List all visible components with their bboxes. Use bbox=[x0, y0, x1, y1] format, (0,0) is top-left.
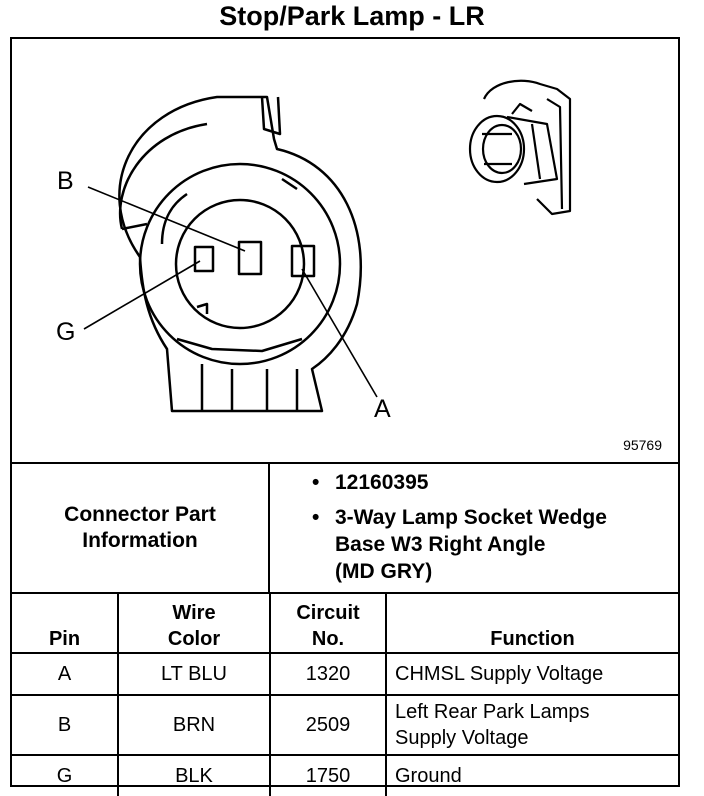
header-pin: Pin bbox=[12, 594, 119, 654]
cell-circuit: 1320 bbox=[269, 652, 387, 696]
connector-info-label: Connector Part Information bbox=[12, 464, 270, 592]
part-number: 12160395 bbox=[335, 471, 429, 494]
socket-outer-ring bbox=[138, 162, 342, 366]
figure-number: 95769 bbox=[623, 437, 662, 453]
socket-inner-ring bbox=[174, 198, 306, 330]
bullet-marker: • bbox=[312, 506, 320, 529]
bullet-marker: • bbox=[312, 471, 320, 494]
part-description-line: (MD GRY) bbox=[335, 560, 433, 583]
cell-wire-color: LT BLU bbox=[117, 652, 271, 696]
cell-function: CHMSL Supply Voltage bbox=[385, 652, 678, 696]
table-row: G BLK 1750 Ground bbox=[12, 754, 678, 796]
page-title: Stop/Park Lamp - LR bbox=[219, 1, 485, 31]
cell-function: Ground bbox=[385, 754, 678, 796]
pin-a-callout: A bbox=[374, 395, 391, 423]
pin-g-callout: G bbox=[56, 318, 76, 346]
connector-info-label-text: Connector Part Information bbox=[64, 503, 216, 552]
connector-shell bbox=[118, 95, 362, 413]
connector-info-row: Connector Part Information • 12160395 • … bbox=[12, 464, 678, 594]
table-row: A LT BLU 1320 CHMSL Supply Voltage bbox=[12, 652, 678, 696]
connector-sheet: B G A 95769 Connector Part Information •… bbox=[10, 37, 680, 796]
cell-circuit: 2509 bbox=[269, 694, 387, 756]
pin-a-terminal bbox=[290, 244, 316, 278]
pin-g-terminal bbox=[193, 245, 215, 273]
cell-wire-color: BLK bbox=[117, 754, 271, 796]
connector-diagram: B G A 95769 bbox=[12, 39, 678, 464]
pin-b-callout: B bbox=[57, 167, 74, 195]
connector-drawing bbox=[83, 79, 572, 413]
header-function: Function bbox=[385, 594, 678, 654]
pin-a-leader bbox=[301, 268, 378, 398]
pin-b-leader bbox=[87, 186, 246, 252]
cell-wire-color: BRN bbox=[117, 694, 271, 756]
part-description-line: 3-Way Lamp Socket Wedge bbox=[335, 506, 607, 529]
cell-circuit: 1750 bbox=[269, 754, 387, 796]
side-view-connector bbox=[482, 79, 572, 216]
pin-g-leader bbox=[83, 260, 201, 330]
connector-info-details: • 12160395 • 3-Way Lamp Socket Wedge Bas… bbox=[270, 464, 678, 592]
part-description-line: Base W3 Right Angle bbox=[335, 533, 546, 556]
cell-pin: B bbox=[12, 694, 119, 756]
pin-b-terminal bbox=[237, 240, 263, 276]
cell-pin: A bbox=[12, 652, 119, 696]
cell-pin: G bbox=[12, 754, 119, 796]
